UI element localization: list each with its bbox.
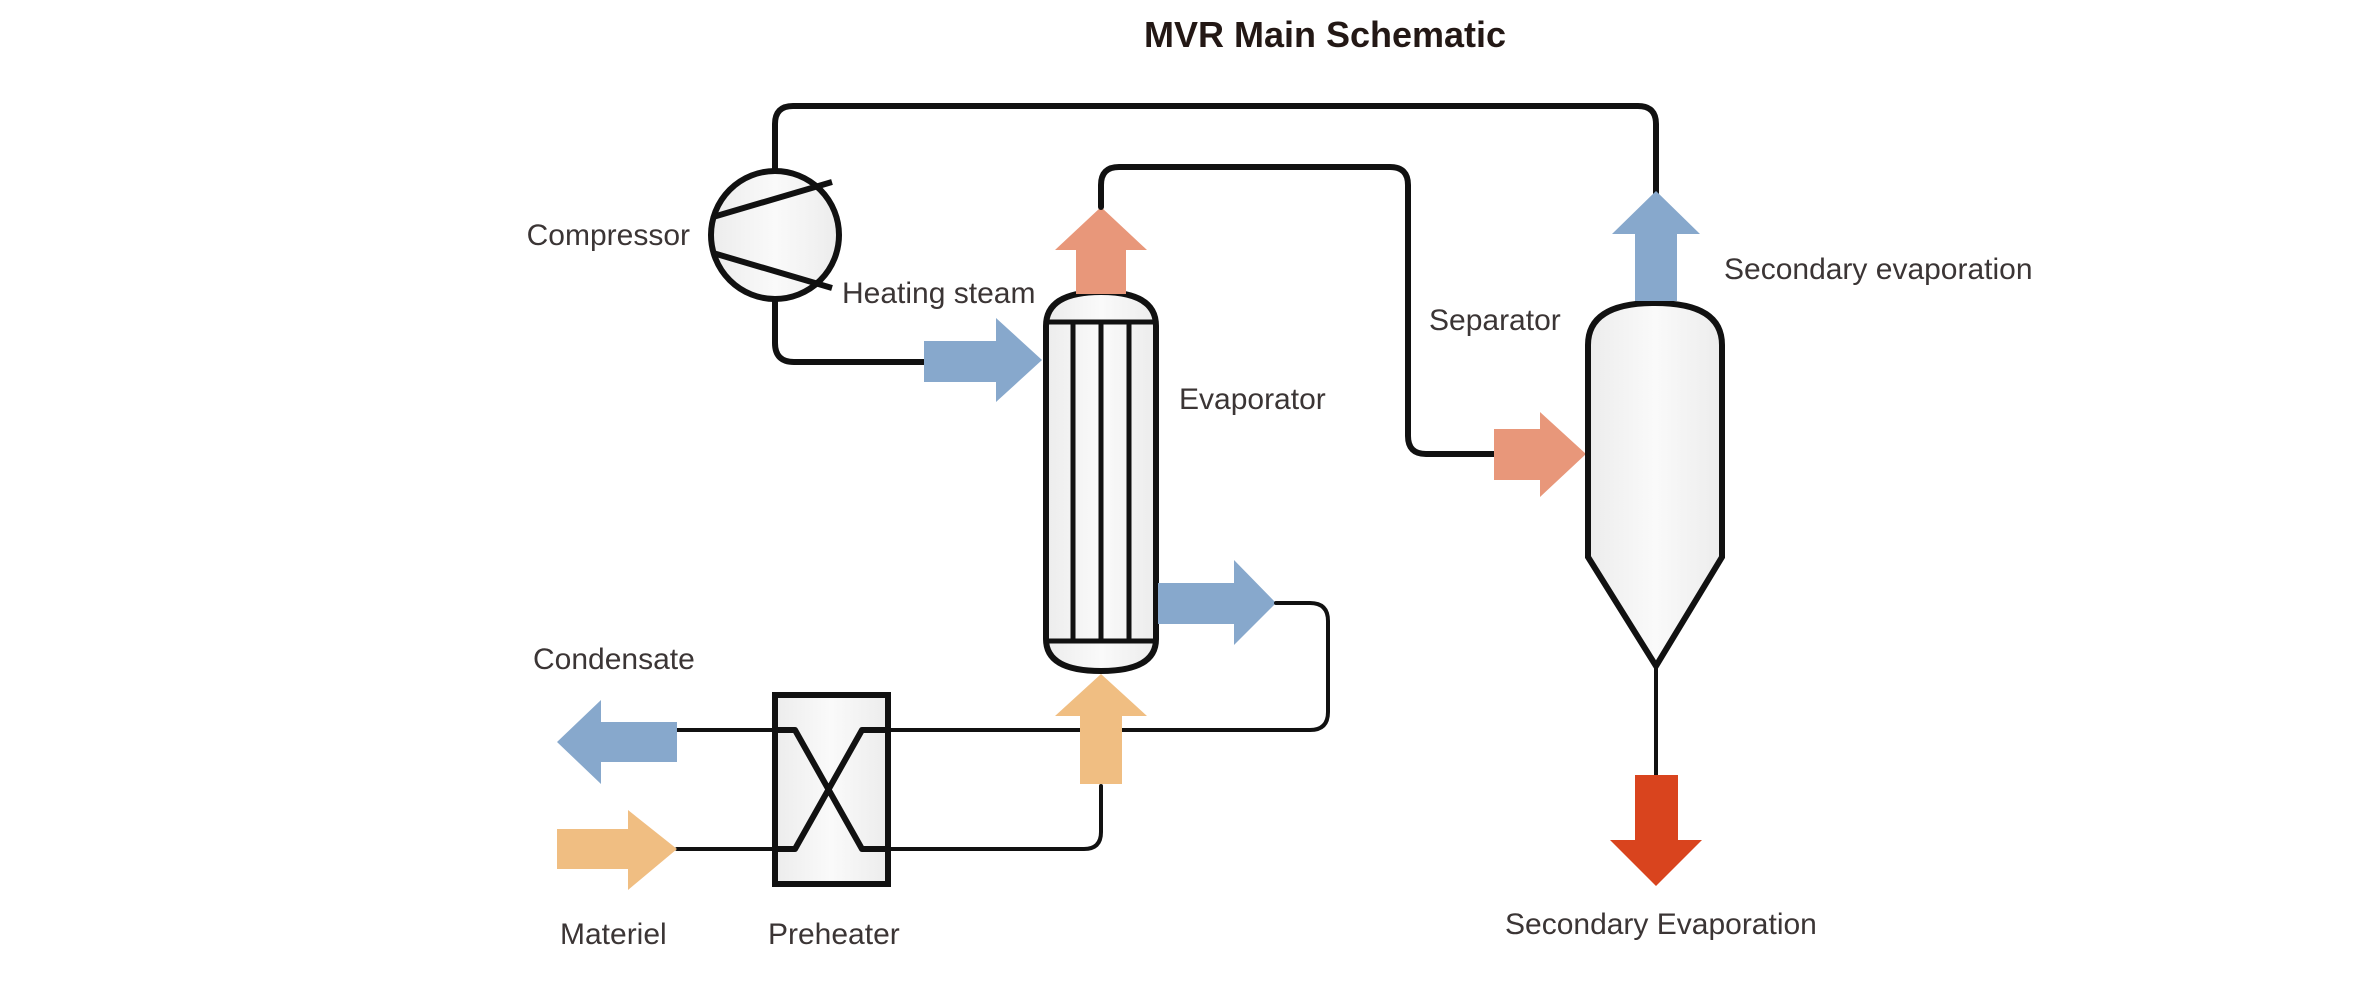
evaporator [1043, 288, 1159, 675]
materiel-inlet-arrow [557, 810, 677, 890]
compressor-body [708, 168, 842, 302]
preheater-crossflow-b [772, 727, 891, 852]
secondary-evaporation-top-label: Secondary evaporation [1724, 253, 2033, 286]
pipe-condensate-return [888, 601, 1330, 732]
separator-body [1585, 299, 1725, 672]
evaporator-side-outlet-arrow [1158, 560, 1276, 645]
secondary-evaporation-up-arrow [1612, 191, 1700, 301]
compressor-blade-bottom [712, 250, 833, 291]
condensate-outlet-arrow [557, 700, 677, 784]
compressor-blade-top [712, 179, 833, 220]
materiel-label: Materiel [560, 918, 667, 951]
preheater-label: Preheater [768, 918, 900, 951]
separator-label: Separator [1429, 304, 1561, 337]
evaporator-label: Evaporator [1179, 383, 1326, 416]
pipe-heating-steam [772, 296, 929, 365]
evaporator-feed-arrow [1055, 674, 1147, 784]
heating-steam-arrow [924, 318, 1042, 402]
pipe-evaporator-to-separator [1098, 164, 1499, 457]
condensate-label: Condensate [533, 643, 695, 676]
pipe-vapor-return [772, 103, 1659, 197]
evaporator-vapor-arrow [1055, 207, 1147, 294]
secondary-evaporation-down-arrow [1610, 775, 1702, 886]
pipe-preheated-feed [888, 784, 1103, 851]
compressor-label: Compressor [527, 219, 690, 252]
preheater [772, 692, 891, 887]
heating-steam-label: Heating steam [842, 277, 1035, 310]
diagram-title: MVR Main Schematic [1144, 14, 1506, 55]
secondary-evaporation-bottom-label: Secondary Evaporation [1505, 908, 1817, 941]
compressor [708, 168, 842, 302]
separator-inlet-arrow [1494, 412, 1586, 497]
